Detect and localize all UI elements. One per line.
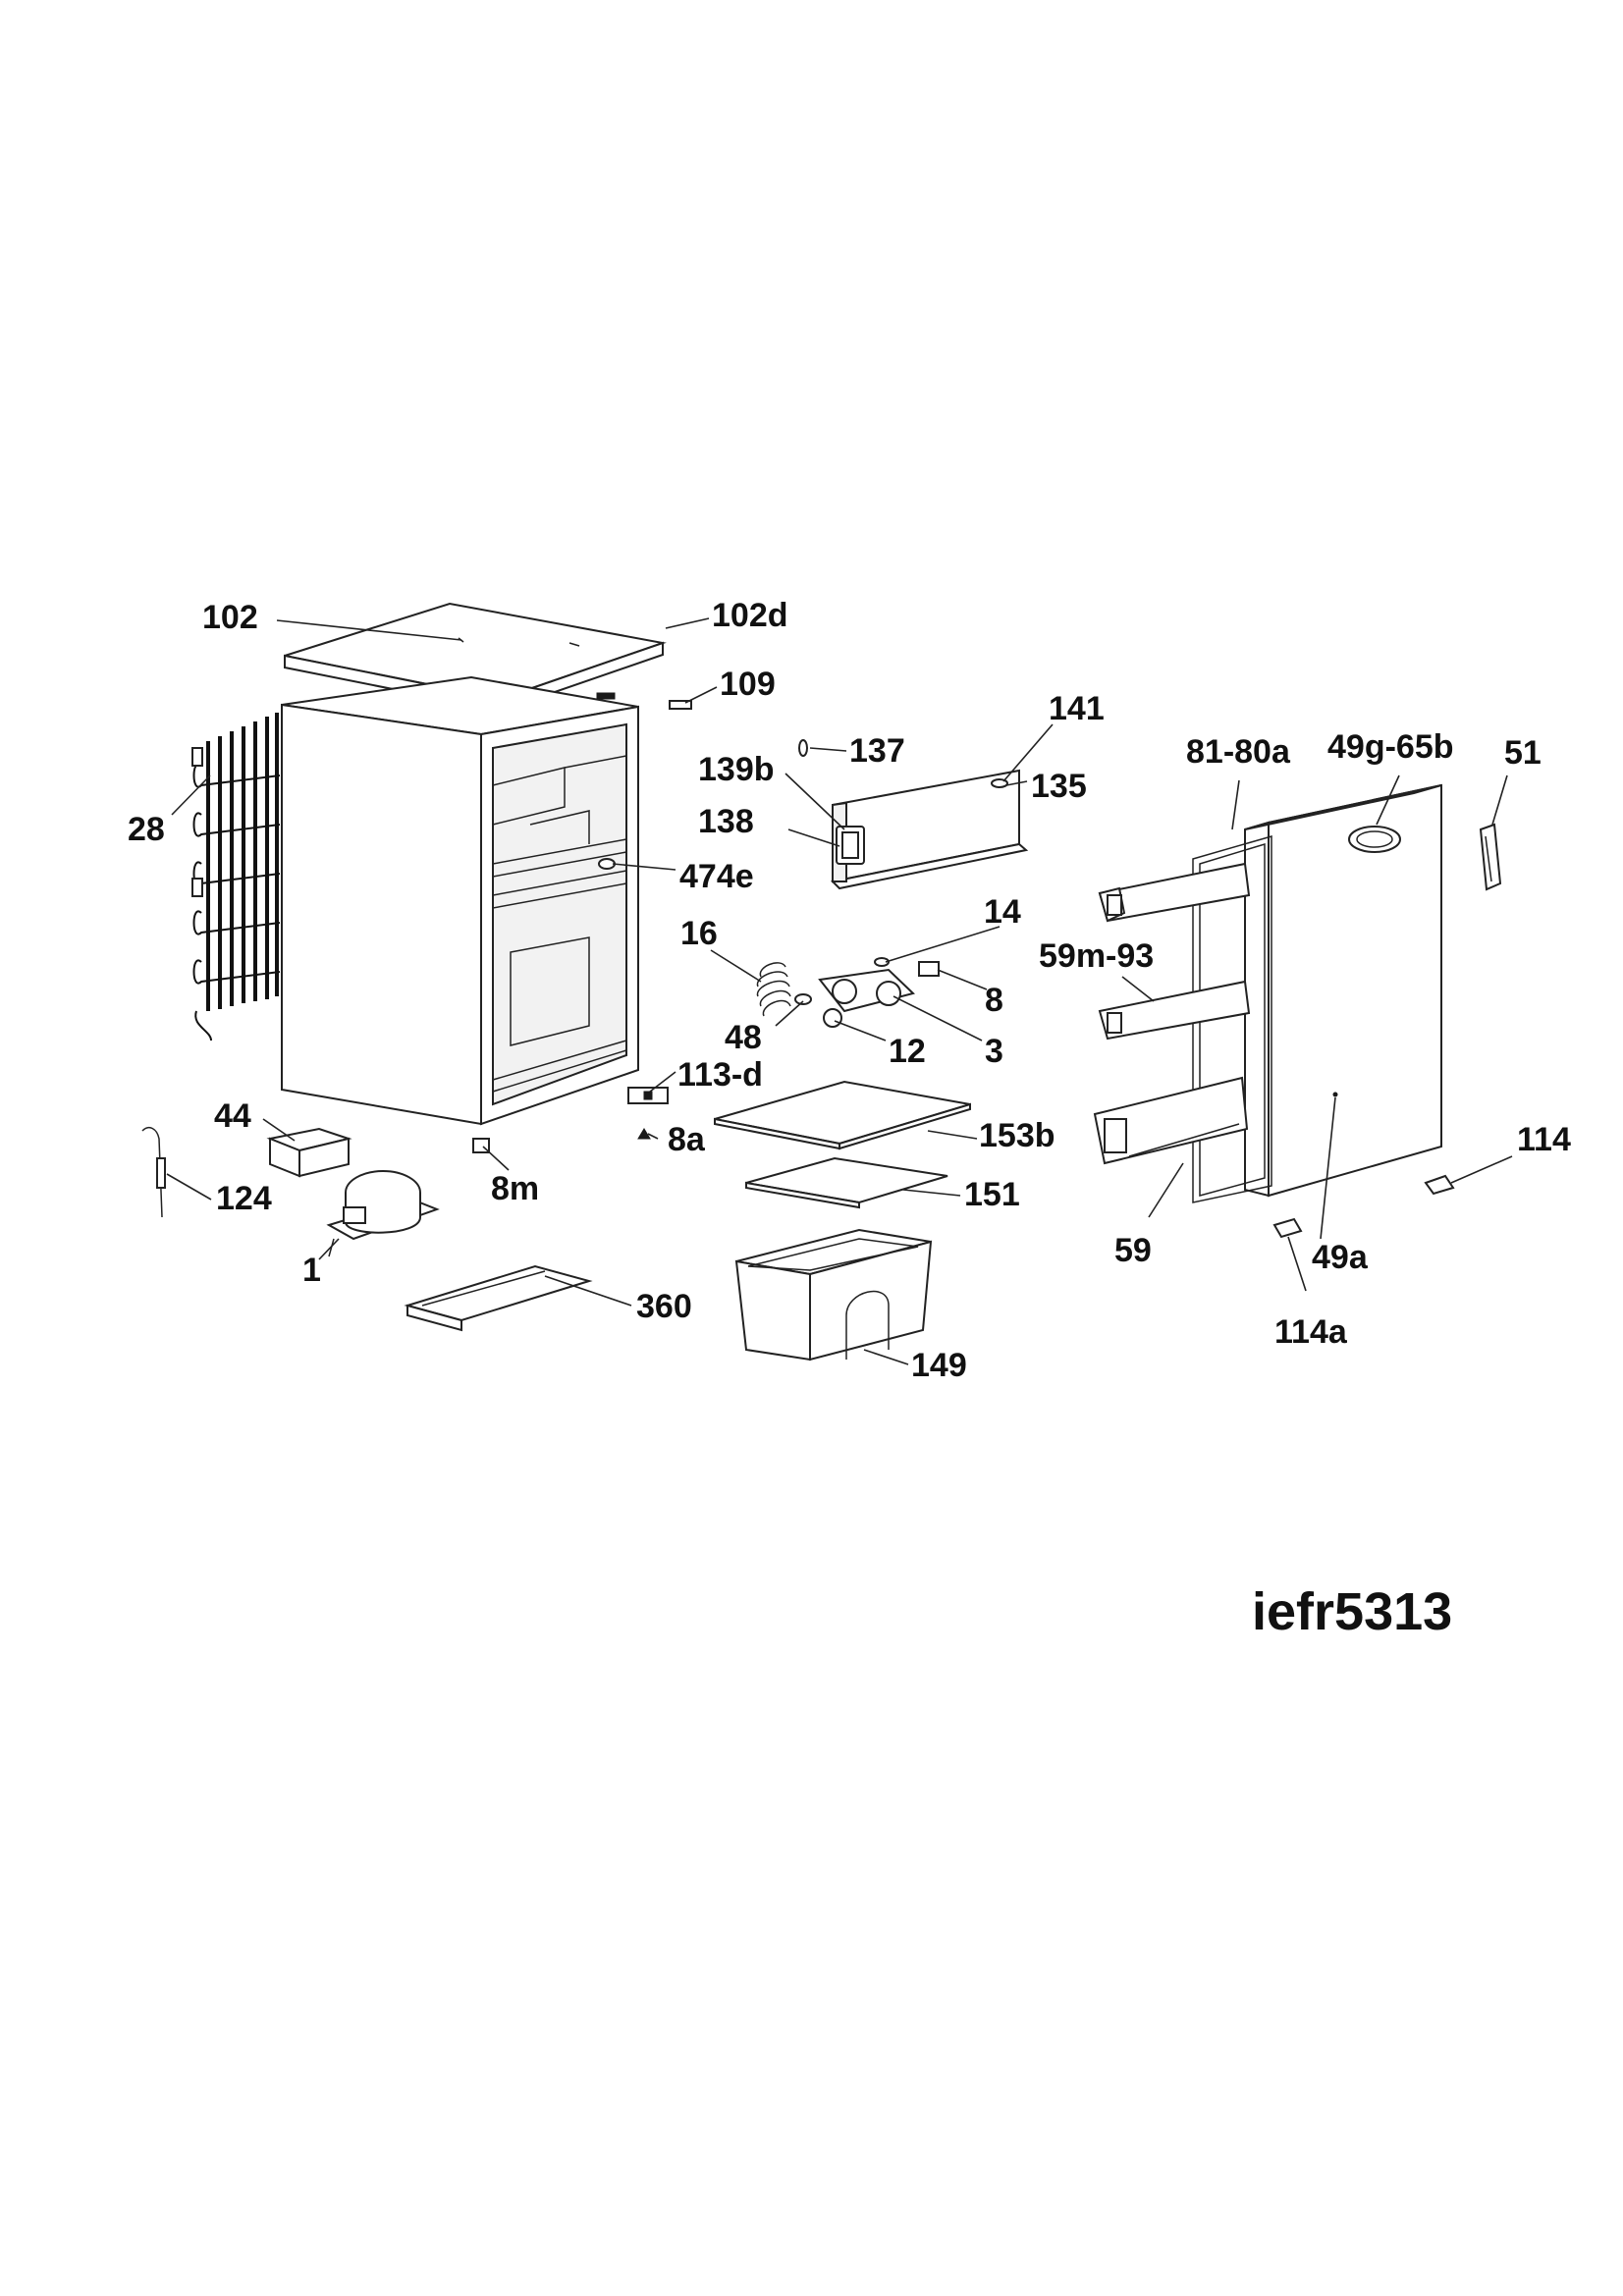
label-135: 135 [1031,768,1087,805]
freezer-door-part [830,769,1029,890]
cabinet-body-part [281,675,639,1126]
condenser-grid-part [191,713,281,1041]
door-gasket-part [1192,835,1272,1203]
main-door-part [1244,783,1442,1198]
label-8: 8 [985,982,1003,1019]
hinge-bottom-left-part [1272,1217,1303,1239]
label-49g-65b: 49g-65b [1327,728,1454,766]
glass-shelf-lower-part [745,1156,948,1209]
label-8a: 8a [668,1121,706,1158]
label-1: 1 [302,1252,321,1289]
door-balcony-upper-part [1098,862,1251,923]
label-16: 16 [680,915,718,952]
label-153b: 153b [979,1117,1055,1154]
door-balcony-lower-part [1093,1076,1249,1165]
label-102d: 102d [712,597,788,634]
label-109: 109 [720,666,776,703]
label-151: 151 [964,1176,1020,1213]
water-tray-part [266,1127,352,1178]
label-124: 124 [216,1180,272,1217]
base-bracket-part [404,1264,593,1332]
label-48: 48 [725,1019,762,1056]
crisper-drawer-part [734,1228,933,1362]
label-114a: 114a [1274,1313,1348,1351]
label-59m-93: 59m-93 [1039,937,1154,975]
label-102: 102 [202,599,258,636]
label-474e: 474e [679,858,754,895]
label-28: 28 [128,811,165,848]
label-51: 51 [1504,734,1542,772]
label-3: 3 [985,1033,1003,1070]
label-113-d: 113-d [677,1056,763,1094]
hinge-bottom-right-part [1424,1174,1455,1196]
label-81-80a: 81-80a [1186,733,1291,771]
label-59: 59 [1114,1232,1152,1269]
lamp-holder-part [627,1087,669,1140]
label-360: 360 [636,1288,692,1325]
label-114: 114 [1517,1121,1571,1158]
label-141: 141 [1049,690,1105,727]
label-8m: 8m [491,1170,539,1207]
capillary-tube-part [141,1127,166,1218]
compressor-part [326,1170,440,1257]
label-138: 138 [698,803,754,840]
glass-shelf-upper-part [714,1080,971,1150]
label-137: 137 [849,732,905,770]
label-139b: 139b [698,751,775,788]
label-149: 149 [911,1347,967,1384]
label-12: 12 [889,1033,926,1070]
leader-lines [166,617,1513,1365]
label-49a: 49a [1312,1239,1369,1276]
label-14: 14 [984,893,1021,931]
door-balcony-middle-part [1098,980,1251,1041]
thermostat-assembly-part [756,957,940,1028]
part-labels: 102 102d 109 141 137 139b 135 138 28 474… [128,597,1571,1384]
model-code: iefr5313 [1252,1582,1452,1641]
door-handle-part [1479,823,1502,891]
label-44: 44 [214,1097,251,1135]
